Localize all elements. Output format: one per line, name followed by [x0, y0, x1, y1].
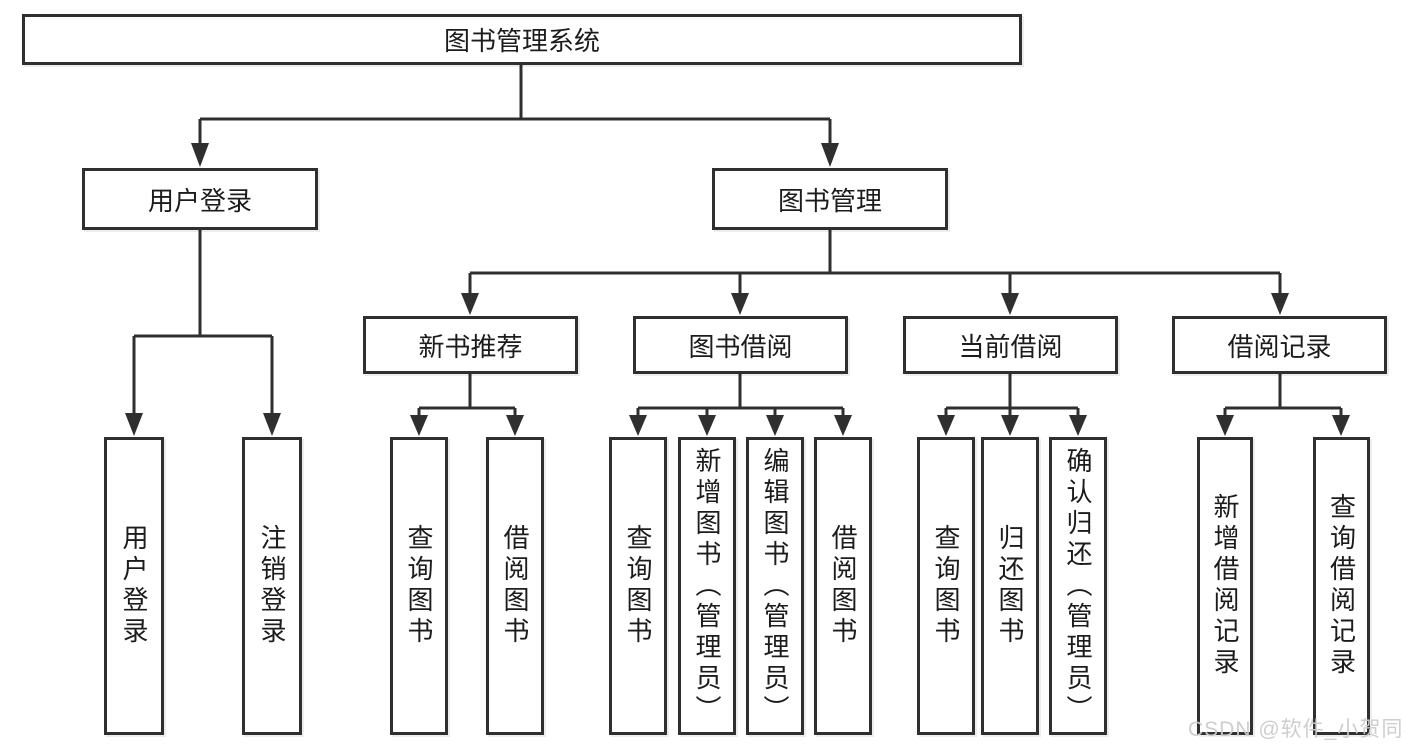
leaf-user-login: 用户登录	[104, 437, 164, 735]
leaf-borrow-books-label: 借阅图书	[828, 524, 858, 648]
leaf-return-books-label: 归还图书	[995, 524, 1025, 648]
leaf-edit-book-admin: 编辑图书（管理员）	[746, 437, 804, 735]
leaf-query-books-borrow-label: 查询图书	[623, 524, 653, 648]
leaf-borrow-books-recommend-label: 借阅图书	[500, 524, 530, 648]
leaf-logout: 注销登录	[242, 437, 302, 735]
leaf-add-borrow-record: 新增借阅记录	[1197, 437, 1253, 735]
leaf-query-books-borrow: 查询图书	[609, 437, 667, 735]
node-current-borrow-label: 当前借阅	[958, 331, 1063, 362]
leaf-query-borrow-record-label: 查询借阅记录	[1326, 493, 1357, 679]
leaf-logout-label: 注销登录	[257, 524, 287, 648]
leaf-confirm-return-admin: 确认归还（管理员）	[1049, 437, 1107, 735]
node-new-book-recommend: 新书推荐	[363, 316, 578, 374]
node-user-login-branch-label: 用户登录	[147, 185, 252, 216]
node-borrow-records: 借阅记录	[1172, 316, 1387, 374]
leaf-add-book-admin-label: 新增图书（管理员）	[692, 446, 722, 726]
leaf-query-books-recommend: 查询图书	[390, 437, 448, 735]
node-user-login-branch: 用户登录	[82, 168, 318, 230]
node-book-management-branch-label: 图书管理	[777, 185, 882, 216]
leaf-borrow-books-recommend: 借阅图书	[486, 437, 544, 735]
node-borrow-records-label: 借阅记录	[1227, 331, 1332, 362]
leaf-confirm-return-admin-label: 确认归还（管理员）	[1063, 446, 1093, 726]
leaf-query-books-current-label: 查询图书	[931, 524, 961, 648]
node-root-system: 图书管理系统	[22, 14, 1022, 65]
leaf-query-books-recommend-label: 查询图书	[404, 524, 434, 648]
leaf-edit-book-admin-label: 编辑图书（管理员）	[760, 446, 790, 726]
node-root-system-label: 图书管理系统	[443, 26, 600, 56]
node-book-borrow: 图书借阅	[633, 316, 848, 374]
node-new-book-recommend-label: 新书推荐	[418, 331, 523, 362]
watermark: CSDN @软件_小贺同学	[1188, 718, 1405, 741]
leaf-add-borrow-record-label: 新增借阅记录	[1210, 493, 1240, 679]
leaf-return-books: 归还图书	[981, 437, 1039, 735]
node-current-borrow: 当前借阅	[903, 316, 1118, 374]
node-book-management-branch: 图书管理	[712, 168, 948, 230]
node-book-borrow-label: 图书借阅	[688, 331, 793, 362]
leaf-add-book-admin: 新增图书（管理员）	[678, 437, 736, 735]
leaf-query-books-current: 查询图书	[917, 437, 975, 735]
leaf-borrow-books: 借阅图书	[814, 437, 872, 735]
leaf-query-borrow-record: 查询借阅记录	[1313, 437, 1370, 735]
leaf-user-login-label: 用户登录	[119, 524, 149, 648]
